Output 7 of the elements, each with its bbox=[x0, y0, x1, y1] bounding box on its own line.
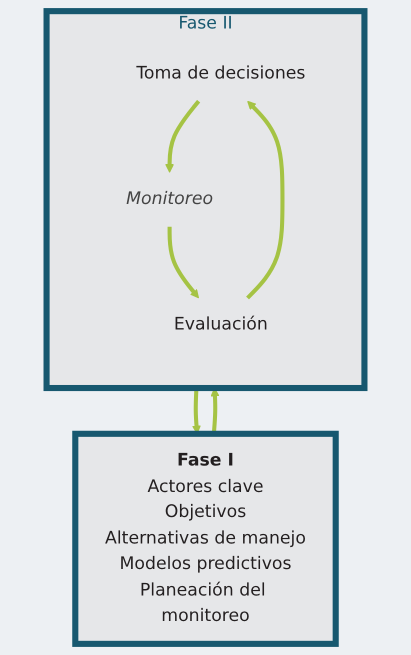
node-box: Fase I Actores clave Objetivos Alternativas de manejo Modelos predictivos Planeación del monitoreo bbox=[72, 430, 339, 647]
node-text: Toma de decisiones bbox=[136, 63, 306, 84]
arrow bbox=[246, 100, 284, 300]
arrow bbox=[165, 100, 200, 173]
node-text: Monitoreo bbox=[126, 188, 214, 209]
arrow bbox=[168, 226, 200, 298]
node-text: Evaluación bbox=[174, 314, 268, 335]
